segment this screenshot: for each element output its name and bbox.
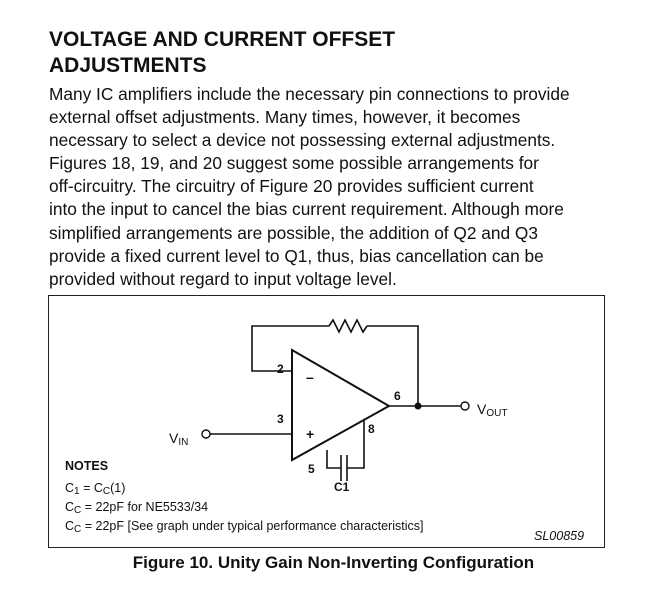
feedback-resistor [328, 318, 368, 334]
body-line: Many IC amplifiers include the necessary… [49, 84, 570, 104]
body-line: into the input to cancel the bias curren… [49, 199, 564, 220]
circuit-diagram: 2 3 6 8 5 – + VIN VOUT C1 NOTES C1 = CC(… [65, 318, 584, 543]
capacitor-label: C1 [334, 480, 350, 494]
vout-label: VOUT [477, 401, 507, 419]
pin-5-label: 5 [308, 462, 315, 476]
figure-caption: Figure 10. Unity Gain Non-Inverting Conf… [132, 553, 535, 572]
figure-frame: 2 3 6 8 5 – + VIN VOUT C1 NOTES C1 = CC(… [48, 295, 605, 548]
heading-line-2: ADJUSTMENTS [49, 54, 207, 77]
body-line: Figures 18, 19, and 20 suggest some poss… [49, 153, 539, 174]
figure-code: SL00859 [534, 529, 584, 543]
note-line-1: C1 = CC(1) [65, 481, 125, 497]
body-line: provide a fixed current level to Q1, thu… [49, 245, 544, 266]
vin-terminal [201, 429, 211, 439]
body-line: external offset adjustments. Many times,… [49, 107, 521, 128]
note-line-3: CC = 22pF [See graph under typical perfo… [65, 519, 423, 535]
compensation-wire-5 [326, 450, 341, 469]
body-line: off-circuitry. The circuitry of Figure 2… [49, 176, 534, 197]
pin-2-label: 2 [277, 362, 284, 376]
vout-terminal [460, 401, 470, 411]
body-line: necessary to select a device not possess… [49, 130, 556, 151]
inverting-sign: – [306, 369, 314, 385]
heading-line-1: VOLTAGE AND CURRENT OFFSET [49, 28, 396, 51]
feedback-wire-return [367, 325, 419, 406]
compensation-wire-8 [347, 420, 365, 469]
note-line-2: CC = 22pF for NE5533/34 [65, 500, 208, 516]
output-junction [414, 402, 422, 410]
pin-8-label: 8 [368, 422, 375, 436]
noninverting-sign: + [306, 426, 314, 442]
body-paragraph: Many IC amplifiers include the necessary… [49, 83, 649, 291]
feedback-wire [251, 325, 329, 372]
vin-label: VIN [169, 430, 188, 448]
notes-title: NOTES [65, 459, 108, 473]
pin-6-label: 6 [394, 389, 401, 403]
body-line: simplified arrangements are possible, th… [49, 222, 538, 243]
body-line: provided without regard to input voltage… [49, 268, 397, 289]
opamp-triangle [291, 348, 392, 462]
section-heading: VOLTAGE AND CURRENT OFFSET ADJUSTMENTS [49, 27, 395, 79]
pin-3-label: 3 [277, 412, 284, 426]
